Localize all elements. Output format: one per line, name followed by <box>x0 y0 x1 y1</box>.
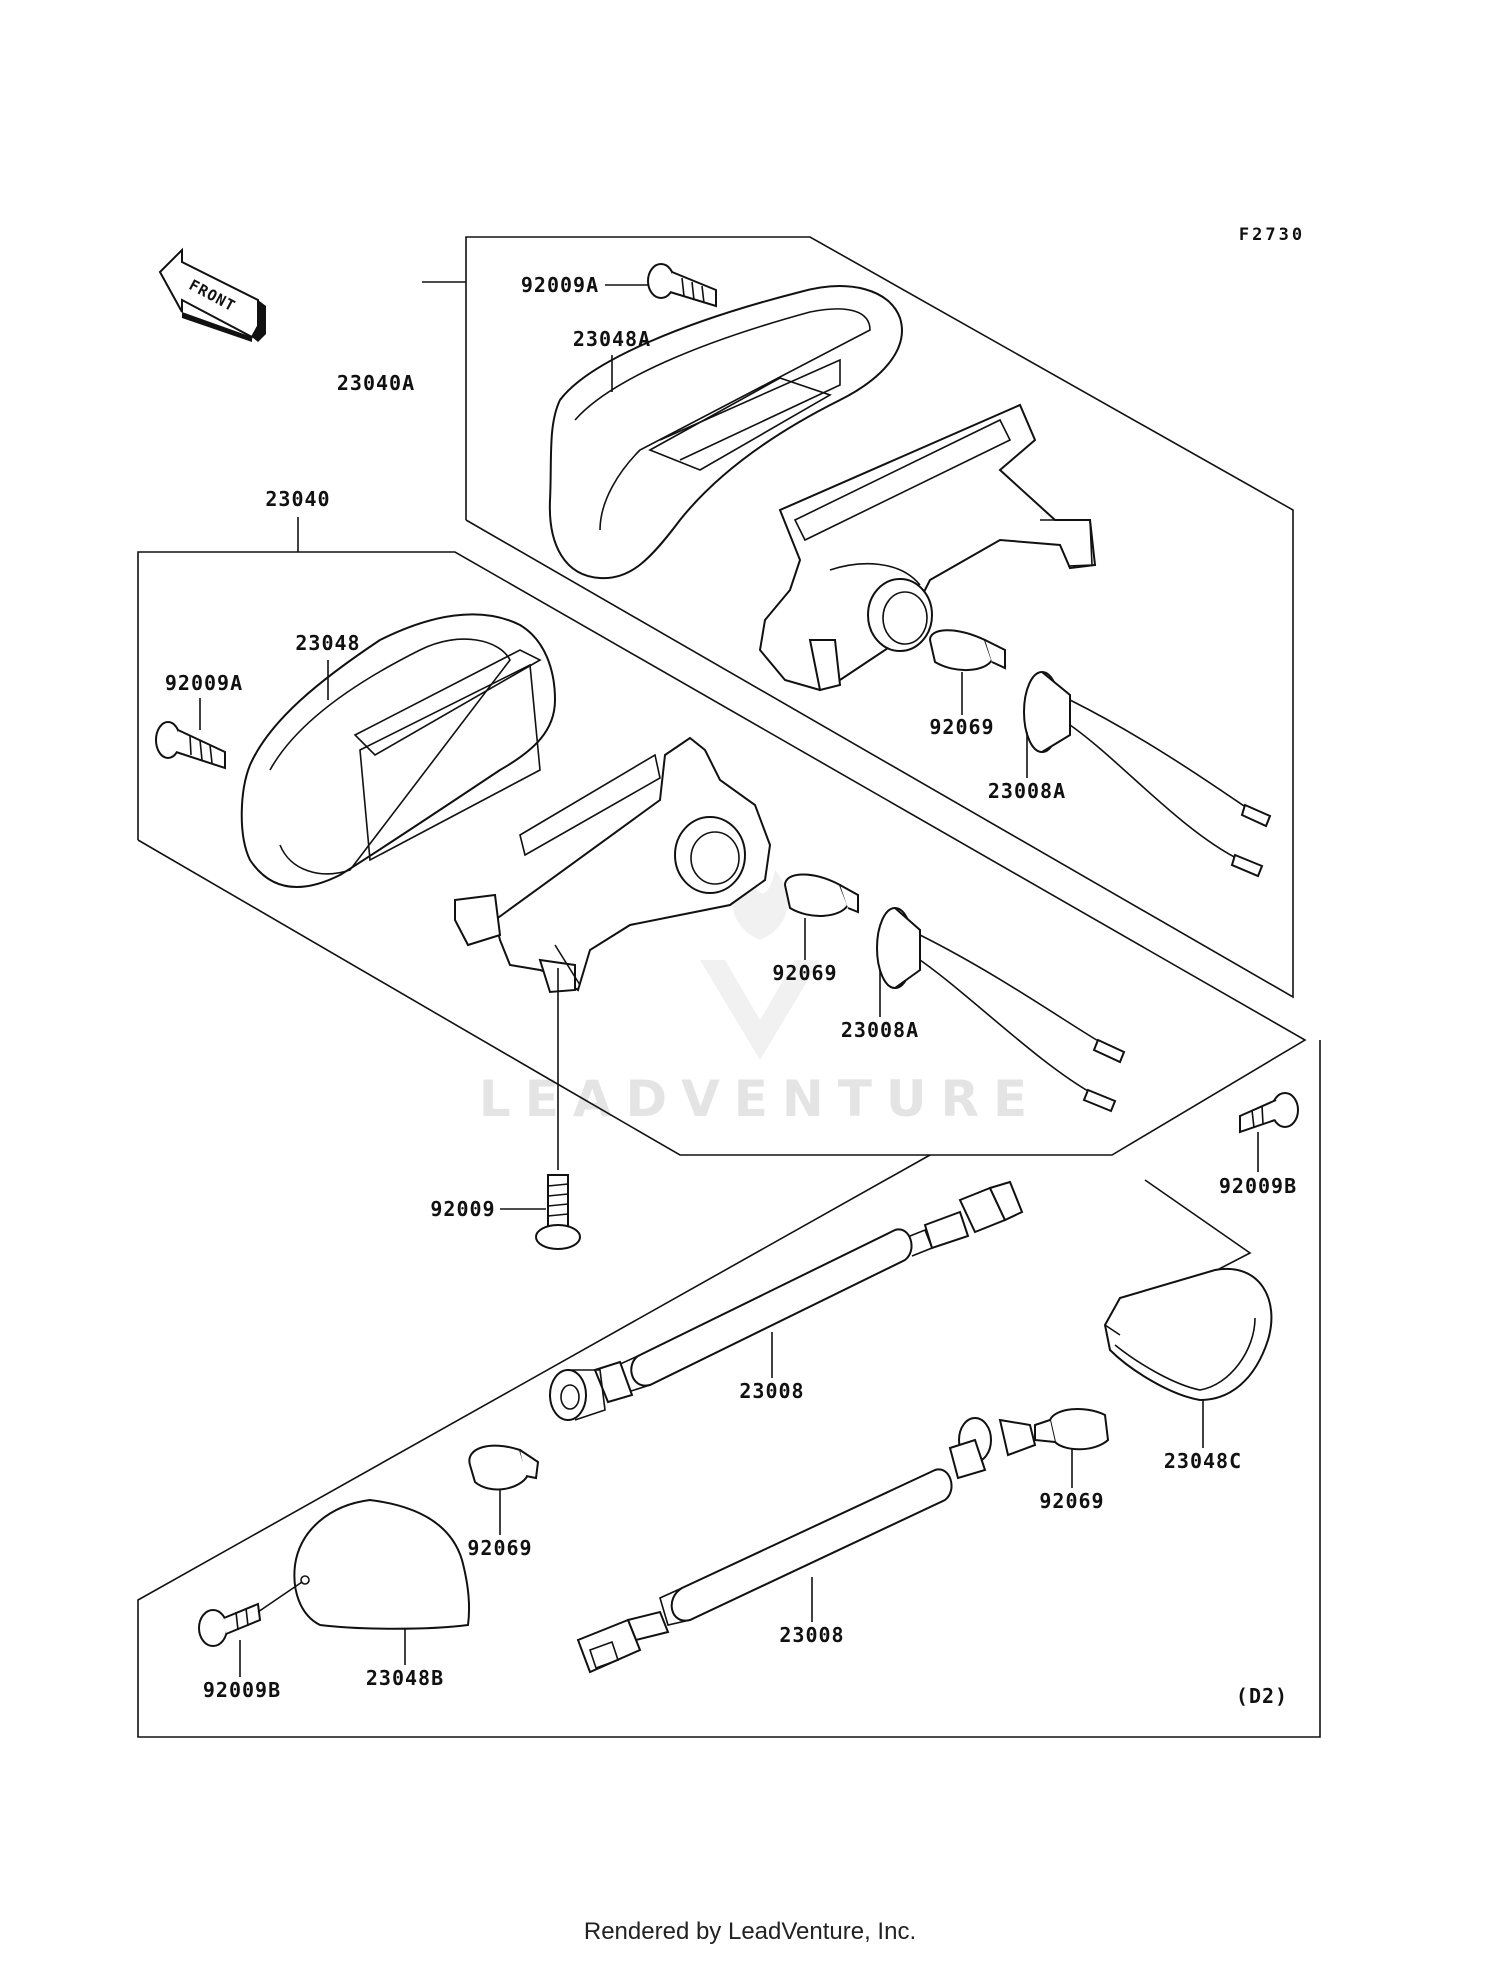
label-92069-right: 92069 <box>1039 1489 1104 1513</box>
socket-23008A-top <box>1023 671 1272 878</box>
screw-92009A-top <box>647 263 717 308</box>
screw-92009B-right <box>1239 1092 1299 1134</box>
label-23040: 23040 <box>265 487 330 511</box>
label-23008A-mid: 23008A <box>841 1018 919 1042</box>
assembly-23040A-outline <box>465 236 1294 999</box>
label-92009: 92009 <box>430 1197 495 1221</box>
lower-group-outline <box>137 1040 1321 1738</box>
lens-23048B <box>293 1498 471 1630</box>
label-23048: 23048 <box>295 631 360 655</box>
label-92009A-left: 92009A <box>165 671 243 695</box>
bulb-92069-top <box>928 629 1006 672</box>
harness-23008-lower <box>576 1417 1037 1674</box>
screw-92009A-left <box>155 721 226 770</box>
footer-credit: Rendered by LeadVenture, Inc. <box>583 1918 917 1945</box>
bulb-92069-left <box>468 1444 540 1491</box>
label-92009A-top: 92009A <box>521 273 599 297</box>
screw-92009B-left <box>198 1581 303 1647</box>
lens-23048 <box>240 613 557 888</box>
lens-23048A <box>548 285 903 580</box>
label-23008A-top: 23008A <box>988 779 1066 803</box>
label-23048B: 23048B <box>366 1666 444 1690</box>
label-92009B-left: 92009B <box>203 1678 281 1702</box>
harness-23008-upper <box>549 1180 1024 1421</box>
lens-23048C <box>1103 1267 1273 1402</box>
label-23048C: 23048C <box>1164 1449 1242 1473</box>
watermark-text: LEADVENTURE <box>479 1070 1041 1128</box>
label-23008-upper: 23008 <box>739 1379 804 1403</box>
label-23048A: 23048A <box>573 327 651 351</box>
front-arrow-icon <box>158 247 266 342</box>
bulb-92069-mid <box>783 873 859 917</box>
label-92069-left: 92069 <box>467 1536 532 1560</box>
label-92009B-right: 92009B <box>1219 1174 1297 1198</box>
bulb-92069-right <box>1034 1408 1110 1451</box>
housing-middle <box>454 736 772 994</box>
socket-23008A-mid <box>876 907 1126 1113</box>
label-23008-lower: 23008 <box>779 1623 844 1647</box>
screw-92009 <box>535 1174 581 1250</box>
label-92069-top: 92069 <box>929 715 994 739</box>
diagram-code: F2730 <box>1239 225 1305 245</box>
label-23040A: 23040A <box>337 371 415 395</box>
label-92069-mid: 92069 <box>772 961 837 985</box>
housing-upper <box>758 403 1097 692</box>
assembly-23040-outline <box>137 551 1307 1156</box>
section-code: (D2) <box>1236 1684 1288 1708</box>
